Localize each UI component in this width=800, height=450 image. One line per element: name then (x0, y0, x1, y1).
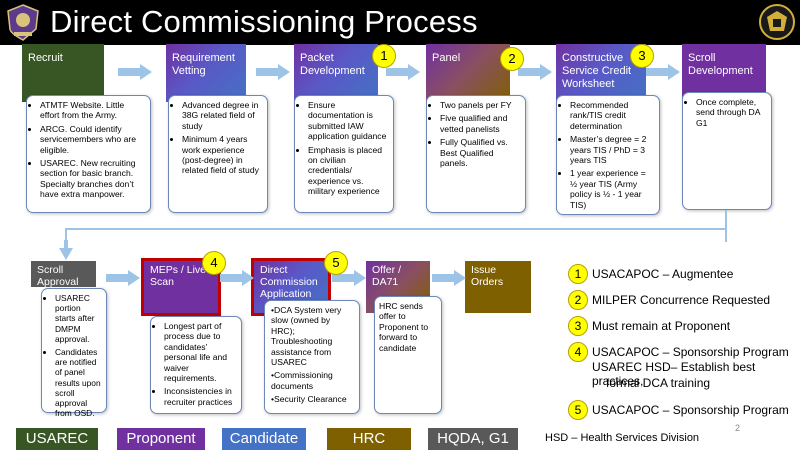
panel-details-box: Two panels per FY Five qualified and vet… (426, 95, 526, 213)
list-item: •Security Clearance (271, 394, 347, 405)
page-number: 2 (734, 423, 740, 433)
list-item: Once complete, send through DA G1 (696, 97, 766, 128)
meps-live-scan-details-box: Longest part of process due to candidate… (150, 316, 242, 414)
note-badge-1: 1 (568, 264, 588, 284)
legend-candidate: Candidate (222, 428, 306, 450)
army-crest-left-icon (7, 4, 39, 41)
army-insignia-right-icon (759, 4, 795, 40)
legend-proponent: Proponent (117, 428, 205, 450)
flow-arrow-icon (118, 64, 152, 80)
note-1-text: USACAPOC – Augmentee (592, 267, 734, 281)
list-item: 1 year experience = ½ year TIS (Army pol… (570, 168, 654, 210)
note-5-text: USACAPOC – Sponsorship Program (592, 403, 789, 417)
step-scroll-approval-header: Scroll Approval (31, 261, 96, 288)
list-item: ARCG. Could identify servicemembers who … (40, 124, 145, 155)
direct-commission-application-details-box: •DCA System very slow (owned by HRC); Tr… (264, 300, 360, 414)
flow-arrow-icon (256, 64, 290, 80)
list-item: Advanced degree in 38G related field of … (182, 100, 262, 131)
step-badge-3: 3 (630, 44, 654, 68)
scroll-approval-details-box: USAREC portion starts after DMPM approva… (41, 288, 107, 418)
list-item: •DCA System very slow (owned by HRC); Tr… (271, 305, 342, 368)
list-item: Fully Qualified vs. Best Qualified panel… (440, 137, 520, 168)
legend-usarec: USAREC (16, 428, 98, 450)
offer-da71-details-box: HRC sends offer to Proponent to forward … (374, 296, 442, 414)
list-item: Five qualified and vetted panelists (440, 113, 520, 134)
row-connector (65, 228, 727, 242)
page-title: Direct Commissioning Process (50, 4, 478, 39)
step-badge-4: 4 (202, 251, 226, 275)
list-item: USAREC. New recruiting section for basic… (40, 158, 145, 200)
note-4-line-3: formal DCA training (606, 376, 711, 390)
title-bar: Direct Commissioning Process (0, 0, 800, 45)
list-item: Emphasis is placed on civilian credentia… (308, 145, 388, 197)
connector-arrowhead-icon (59, 240, 73, 260)
list-item: ATMTF Website. Little effort from the Ar… (40, 100, 145, 121)
note-badge-4: 4 (568, 342, 588, 362)
legend-hqda-g1: HQDA, G1 (428, 428, 518, 450)
flow-arrow-icon (386, 64, 420, 80)
step-packet-development-header: Packet Development (294, 44, 378, 102)
csc-worksheet-details-box: Recommended rank/TIS credit determinatio… (556, 95, 660, 215)
requirement-vetting-details-box: Advanced degree in 38G related field of … (168, 95, 268, 213)
flow-arrow-icon (432, 270, 466, 286)
list-item: Inconsistencies in recruiter practices (164, 386, 236, 407)
footnote-hsd: HSD – Health Services Division (545, 432, 700, 444)
note-4-text: USACAPOC – Sponsorship Program (592, 345, 789, 359)
note-badge-3: 3 (568, 316, 588, 336)
step-badge-5: 5 (324, 251, 348, 275)
list-item: Minimum 4 years work experience (post-de… (182, 134, 262, 176)
step-requirement-vetting-header: Requirement Vetting (166, 44, 246, 102)
list-item: •Commissioning documents (271, 370, 333, 391)
step-badge-2: 2 (500, 47, 524, 71)
row-connector-up (725, 210, 727, 230)
step-issue-orders-header: Issue Orders (465, 261, 531, 313)
step-badge-1: 1 (372, 44, 396, 68)
list-item: Master’s degree = 2 years TIS / PhD = 3 … (570, 134, 654, 165)
note-4-line-2: USAREC HSD– Establish best practices, (592, 360, 756, 388)
flow-arrow-icon (518, 64, 552, 80)
flow-arrow-icon (220, 270, 254, 286)
offer-description: HRC sends offer to Proponent to forward … (379, 301, 429, 353)
legend-hrc: HRC (327, 428, 411, 450)
step-panel-header: Panel (426, 44, 510, 102)
list-item: Ensure documentation is submitted IAW ap… (308, 100, 388, 142)
packet-development-details-box: Ensure documentation is submitted IAW ap… (294, 95, 394, 213)
note-badge-2: 2 (568, 290, 588, 310)
scroll-development-details-box: Once complete, send through DA G1 (682, 92, 772, 210)
list-item: Two panels per FY (440, 100, 520, 110)
note-3-text: Must remain at Proponent (592, 319, 731, 333)
recruit-details-box: ATMTF Website. Little effort from the Ar… (26, 95, 151, 213)
list-item: Longest part of process due to candidate… (164, 321, 236, 383)
note-2-text: MILPER Concurrence Requested (592, 293, 771, 307)
list-item: USAREC portion starts after DMPM approva… (55, 293, 101, 344)
list-item: Candidates are notified of panel results… (55, 347, 101, 418)
note-badge-5: 5 (568, 400, 588, 420)
flow-arrow-icon (106, 270, 140, 286)
flow-arrow-icon (646, 64, 680, 80)
list-item: Recommended rank/TIS credit determinatio… (570, 100, 654, 131)
step-recruit-header: Recruit (22, 44, 104, 102)
